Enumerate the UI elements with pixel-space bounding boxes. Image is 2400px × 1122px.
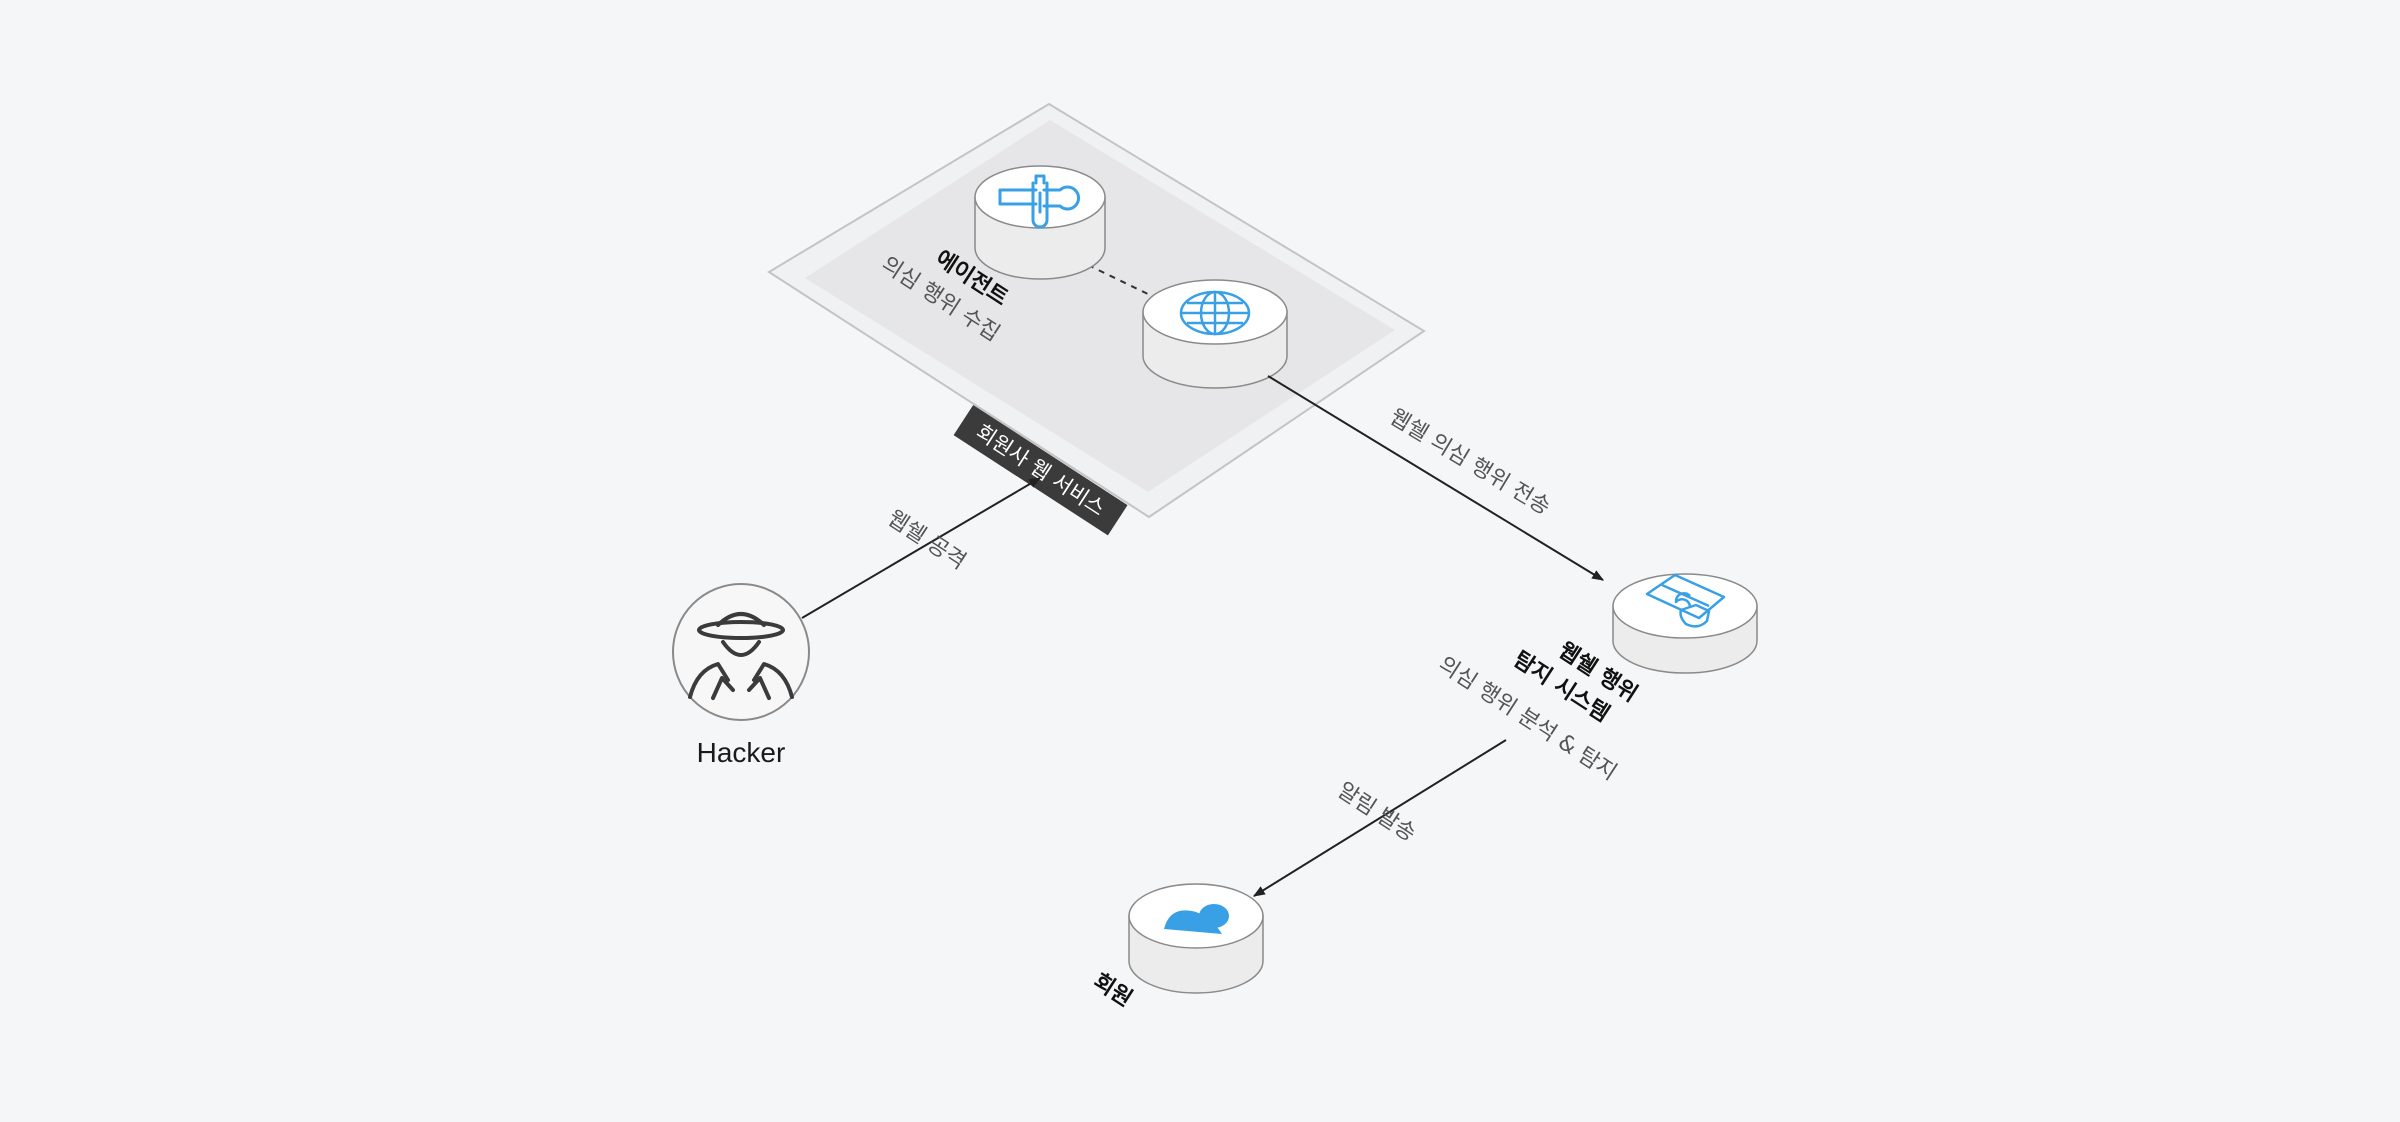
- member-node[interactable]: [1128, 883, 1264, 994]
- hacker-node[interactable]: [672, 583, 810, 721]
- member-label: 회원: [1089, 969, 1137, 1012]
- alert-edge: [1252, 739, 1507, 897]
- hacker-icon: [688, 612, 794, 700]
- tools-icon: [998, 174, 1080, 229]
- web-service-platform: [767, 102, 1426, 519]
- detection-system-node[interactable]: [1612, 573, 1758, 674]
- alert-edge-label: 알림 발송: [1333, 778, 1420, 847]
- platform-inner: [805, 120, 1395, 492]
- agent-node[interactable]: [974, 165, 1106, 280]
- attack-edge: [801, 477, 1042, 619]
- security-monitor-icon: [1645, 573, 1726, 628]
- globe-icon: [1179, 290, 1251, 336]
- web-server-node[interactable]: [1142, 279, 1288, 389]
- hacker-label: Hacker: [697, 737, 786, 768]
- attack-edge-label: 웹쉘 공격: [883, 506, 970, 575]
- user-icon: [1164, 904, 1229, 934]
- transmit-edge: [1267, 375, 1605, 581]
